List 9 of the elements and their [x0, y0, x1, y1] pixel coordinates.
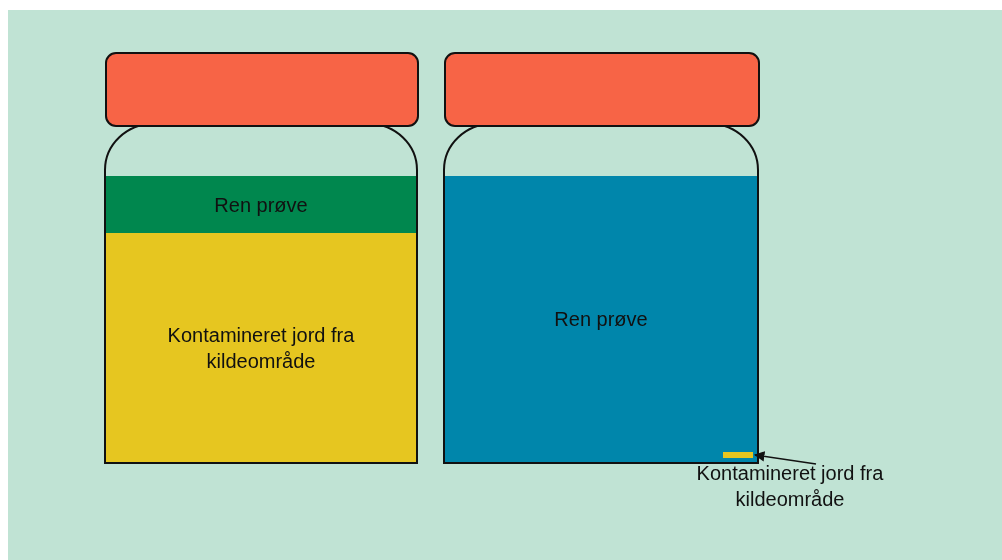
layer-label: Ren prøve — [553, 307, 649, 332]
sample-layer — [443, 176, 759, 462]
callout-text: Kontamineret jord fra kildeområde — [660, 460, 920, 520]
sample-layer — [104, 233, 418, 462]
layer-label: Kontamineret jord fra kildeområde — [166, 322, 356, 374]
soil-sample-strip — [723, 452, 753, 458]
layer-label: Ren prøve — [213, 192, 309, 218]
leader-line — [753, 451, 817, 465]
sample-layer — [104, 176, 418, 233]
